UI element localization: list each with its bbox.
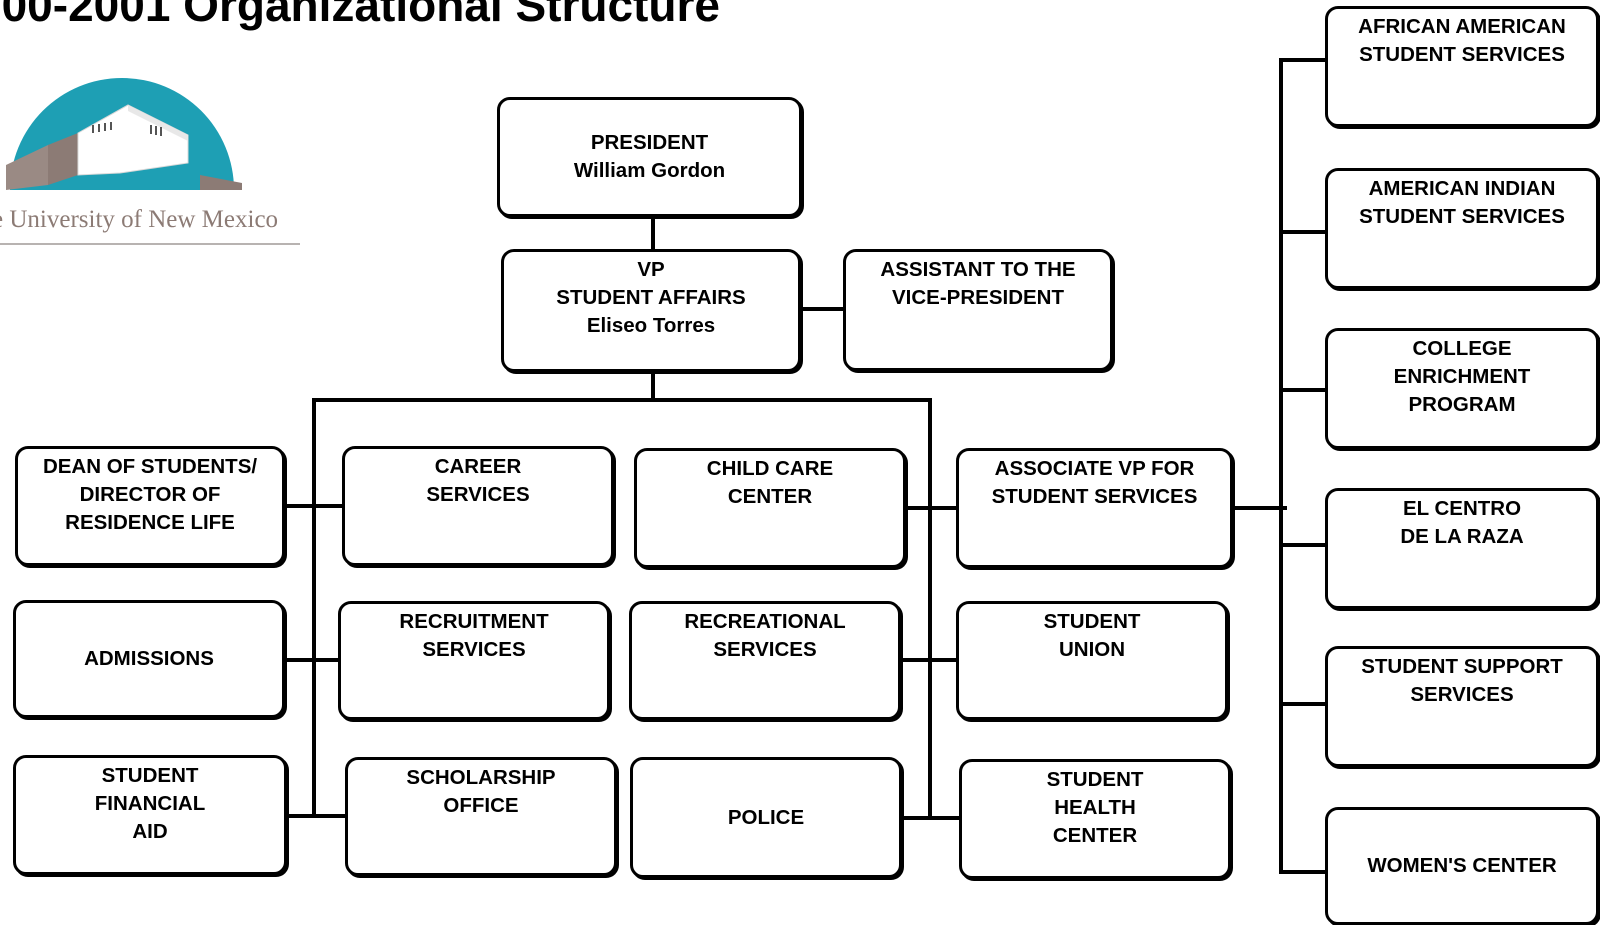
african-american-line2: STUDENT SERVICES: [1359, 43, 1565, 66]
logo-ground-shadow: [200, 175, 242, 190]
vp-department: STUDENT AFFAIRS: [556, 286, 746, 309]
logo-window: [155, 126, 157, 135]
african-american-line1: AFRICAN AMERICAN: [1358, 15, 1566, 38]
university-logo: e University of New Mexico: [0, 78, 300, 245]
logo-window: [92, 125, 94, 133]
american-indian-line2: STUDENT SERVICES: [1359, 205, 1565, 228]
admissions-box: ADMISSIONS: [13, 600, 285, 718]
career-line2: SERVICES: [426, 483, 530, 506]
vp-title: VP: [637, 258, 665, 281]
student-union-line2: UNION: [1058, 638, 1126, 661]
logo-building-shadow: [6, 145, 48, 190]
logo-window: [104, 123, 106, 131]
recreational-services-box: RECREATIONAL SERVICES: [629, 601, 901, 720]
police-box: POLICE: [630, 757, 902, 878]
womens-center-label: WOMEN'S CENTER: [1367, 854, 1557, 877]
financial-aid-line2: FINANCIAL: [94, 792, 206, 815]
president-box: PRESIDENT William Gordon: [497, 97, 802, 217]
college-enrichment-line1: COLLEGE: [1412, 337, 1512, 360]
health-center-line1: STUDENT: [1046, 768, 1144, 791]
college-enrichment-line3: PROGRAM: [1408, 393, 1516, 416]
assoc-vp-line2: STUDENT SERVICES: [991, 485, 1198, 508]
logo-text: e University of New Mexico: [0, 206, 278, 233]
el-centro-line1: EL CENTRO: [1402, 497, 1522, 520]
student-union-line1: STUDENT: [1043, 610, 1141, 633]
recruitment-line1: RECRUITMENT: [399, 610, 549, 633]
student-financial-aid-box: STUDENT FINANCIAL AID: [13, 755, 287, 875]
dean-line3: RESIDENCE LIFE: [65, 511, 235, 534]
el-centro-de-la-raza-box: EL CENTRO DE LA RAZA: [1325, 488, 1599, 609]
logo-window: [98, 124, 100, 132]
scholarship-office-box: SCHOLARSHIP OFFICE: [345, 757, 617, 876]
associate-vp-box: ASSOCIATE VP FOR STUDENT SERVICES: [956, 448, 1233, 568]
college-enrichment-program-box: COLLEGE ENRICHMENT PROGRAM: [1325, 328, 1599, 449]
recruitment-line2: SERVICES: [422, 638, 526, 661]
american-indian-services-box: AMERICAN INDIAN STUDENT SERVICES: [1325, 168, 1599, 289]
logo-window: [160, 127, 162, 136]
american-indian-line1: AMERICAN INDIAN: [1368, 177, 1556, 200]
support-services-line2: SERVICES: [1410, 683, 1514, 706]
assistant-line2: VICE-PRESIDENT: [892, 286, 1064, 309]
logo-window: [110, 122, 112, 130]
police-label: POLICE: [727, 805, 805, 829]
health-center-line2: HEALTH: [1054, 796, 1136, 819]
womens-center-box: WOMEN'S CENTER: [1325, 807, 1599, 925]
dean-of-students-box: DEAN OF STUDENTS/ DIRECTOR OF RESIDENCE …: [15, 446, 285, 566]
college-enrichment-line2: ENRICHMENT: [1393, 365, 1531, 388]
student-union-box: STUDENT UNION: [956, 601, 1228, 720]
scholarship-line2: OFFICE: [443, 794, 519, 817]
logo-building-side: [48, 133, 78, 185]
assoc-vp-line1: ASSOCIATE VP FOR: [994, 457, 1195, 480]
recreational-line1: RECREATIONAL: [684, 610, 846, 633]
child-care-line1: CHILD CARE: [706, 457, 834, 480]
dean-line1: DEAN OF STUDENTS/: [42, 455, 258, 478]
logo-building-roof: [128, 105, 188, 141]
vp-student-affairs-box: VP STUDENT AFFAIRS Eliseo Torres: [501, 249, 801, 372]
el-centro-line2: DE LA RAZA: [1400, 525, 1524, 548]
career-line1: CAREER: [434, 455, 522, 478]
page-title: 000-2001 Organizational Structure: [0, 0, 720, 31]
president-title: PRESIDENT: [590, 131, 709, 154]
health-center-line3: CENTER: [1052, 824, 1138, 847]
admissions-label: ADMISSIONS: [84, 647, 214, 670]
scholarship-line1: SCHOLARSHIP: [406, 766, 556, 789]
recreational-line2: SERVICES: [713, 638, 817, 661]
african-american-services-box: AFRICAN AMERICAN STUDENT SERVICES: [1325, 6, 1599, 127]
dean-line2: DIRECTOR OF: [79, 483, 221, 506]
president-name: William Gordon: [573, 159, 726, 182]
career-services-box: CAREER SERVICES: [342, 446, 614, 566]
student-health-center-box: STUDENT HEALTH CENTER: [959, 759, 1231, 879]
recruitment-services-box: RECRUITMENT SERVICES: [338, 601, 610, 720]
child-care-center-box: CHILD CARE CENTER: [634, 448, 906, 568]
support-services-line1: STUDENT SUPPORT: [1361, 655, 1563, 678]
logo-window: [150, 125, 152, 134]
assistant-to-vp-box: ASSISTANT TO THE VICE-PRESIDENT: [843, 249, 1113, 371]
vp-name: Eliseo Torres: [586, 314, 716, 337]
child-care-line2: CENTER: [727, 485, 813, 508]
financial-aid-line1: STUDENT: [101, 764, 199, 787]
student-support-services-box: STUDENT SUPPORT SERVICES: [1325, 646, 1599, 767]
assistant-line1: ASSISTANT TO THE: [880, 258, 1076, 281]
financial-aid-line3: AID: [132, 820, 168, 843]
